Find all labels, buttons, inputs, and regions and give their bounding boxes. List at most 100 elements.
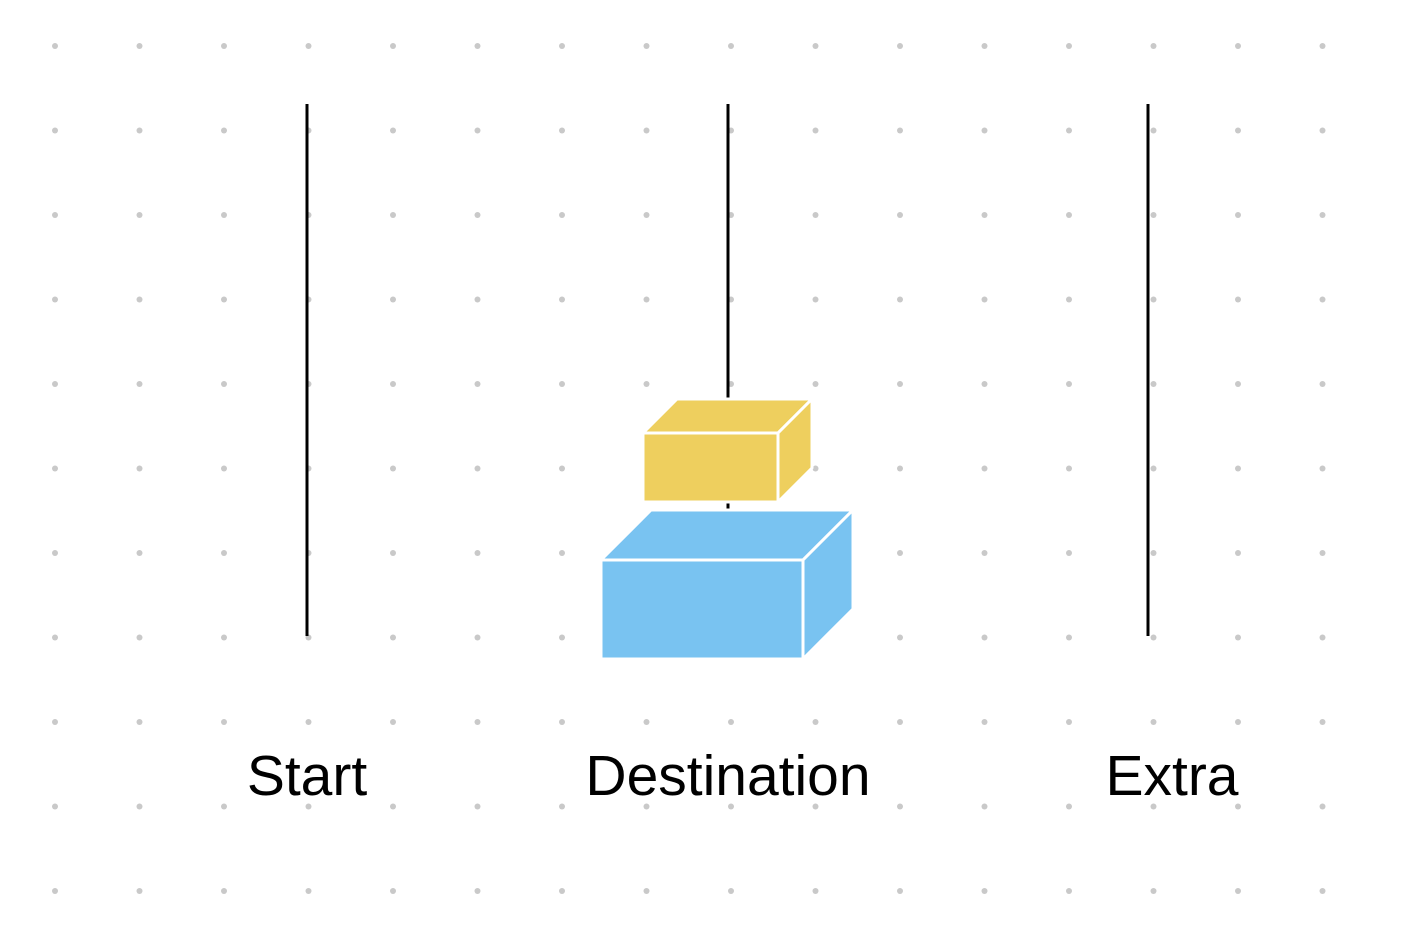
grid-dot (221, 465, 227, 472)
grid-dot (643, 296, 650, 303)
grid-dot (1235, 888, 1241, 894)
peg-label-extra: Extra (1105, 744, 1238, 808)
grid-dot (897, 127, 903, 134)
grid-dot (136, 43, 143, 49)
grid-dot (221, 550, 227, 556)
grid-dot (474, 550, 481, 556)
grid-dot (136, 719, 143, 725)
grid-dot (981, 719, 988, 725)
grid-dot (1066, 127, 1072, 134)
grid-dot (1235, 381, 1241, 387)
grid-dot (221, 803, 227, 810)
peg-label-destination: Destination (585, 744, 870, 808)
grid-dot (136, 296, 143, 303)
grid-dot (136, 550, 143, 556)
grid-dot (812, 381, 819, 387)
grid-dot (1150, 296, 1157, 303)
grid-dot (897, 719, 903, 725)
grid-dot (136, 465, 143, 472)
grid-dot (474, 465, 481, 472)
grid-dot (897, 803, 903, 810)
grid-dot (559, 888, 565, 894)
grid-dot (1150, 550, 1157, 556)
grid-dot (559, 465, 565, 472)
grid-dot (643, 212, 650, 218)
grid-dot (390, 296, 396, 303)
grid-dot (1319, 381, 1326, 387)
grid-dot (52, 719, 58, 725)
grid-dot (390, 550, 396, 556)
grid-dot (1066, 888, 1072, 894)
grid-dot (559, 803, 565, 810)
grid-dot (1066, 43, 1072, 49)
grid-dot (981, 888, 988, 894)
grid-dot (1235, 212, 1241, 218)
grid-dot (390, 888, 396, 894)
grid-dot (1066, 465, 1072, 472)
grid-dot (1150, 43, 1157, 49)
grid-dot (812, 888, 819, 894)
grid-dot (1150, 888, 1157, 894)
grid-dot (981, 127, 988, 134)
grid-dot (812, 465, 819, 472)
grid-dot (1235, 43, 1241, 49)
grid-dot (221, 888, 227, 894)
grid-dot (221, 296, 227, 303)
dot-grid-background (52, 43, 1326, 894)
grid-dot (474, 43, 481, 49)
grid-dot (812, 43, 819, 49)
grid-dot (305, 888, 312, 894)
grid-dot (136, 381, 143, 387)
grid-dot (812, 719, 819, 725)
grid-dot (643, 803, 650, 810)
grid-dot (390, 43, 396, 49)
grid-dot (136, 212, 143, 218)
grid-dot (390, 465, 396, 472)
grid-dot (1235, 465, 1241, 472)
grid-dot (390, 381, 396, 387)
grid-dot (52, 803, 58, 810)
grid-dot (812, 296, 819, 303)
grid-dot (136, 888, 143, 894)
grid-dot (136, 127, 143, 134)
grid-dot (1066, 212, 1072, 218)
grid-dot (728, 888, 734, 894)
grid-dot (728, 719, 734, 725)
grid-dot (221, 43, 227, 49)
grid-dot (643, 127, 650, 134)
grid-dot (812, 212, 819, 218)
grid-dot (1150, 803, 1157, 810)
grid-dot (897, 550, 903, 556)
grid-dot (643, 381, 650, 387)
grid-dot (559, 381, 565, 387)
grid-dot (1319, 43, 1326, 49)
grid-dot (897, 465, 903, 472)
grid-dot (1150, 127, 1157, 134)
disk-small[interactable] (641, 397, 814, 504)
grid-dot (1319, 212, 1326, 218)
grid-dot (981, 465, 988, 472)
grid-dot (981, 43, 988, 49)
grid-dot (474, 296, 481, 303)
disk-large[interactable] (599, 508, 855, 661)
grid-dot (981, 381, 988, 387)
grid-dot (474, 127, 481, 134)
grid-dot (559, 719, 565, 725)
grid-dot (221, 634, 227, 641)
grid-dot (1319, 803, 1326, 810)
grid-dot (1235, 296, 1241, 303)
grid-dot (897, 296, 903, 303)
grid-dot (897, 634, 903, 641)
disk-large-front-face (599, 558, 805, 661)
grid-dot (559, 43, 565, 49)
grid-dot (1319, 465, 1326, 472)
grid-dot (981, 296, 988, 303)
grid-dot (559, 212, 565, 218)
grid-dot (1150, 719, 1157, 725)
grid-dot (812, 803, 819, 810)
grid-dot (728, 803, 734, 810)
grid-dot (52, 634, 58, 641)
grid-dot (52, 296, 58, 303)
grid-dot (1319, 550, 1326, 556)
